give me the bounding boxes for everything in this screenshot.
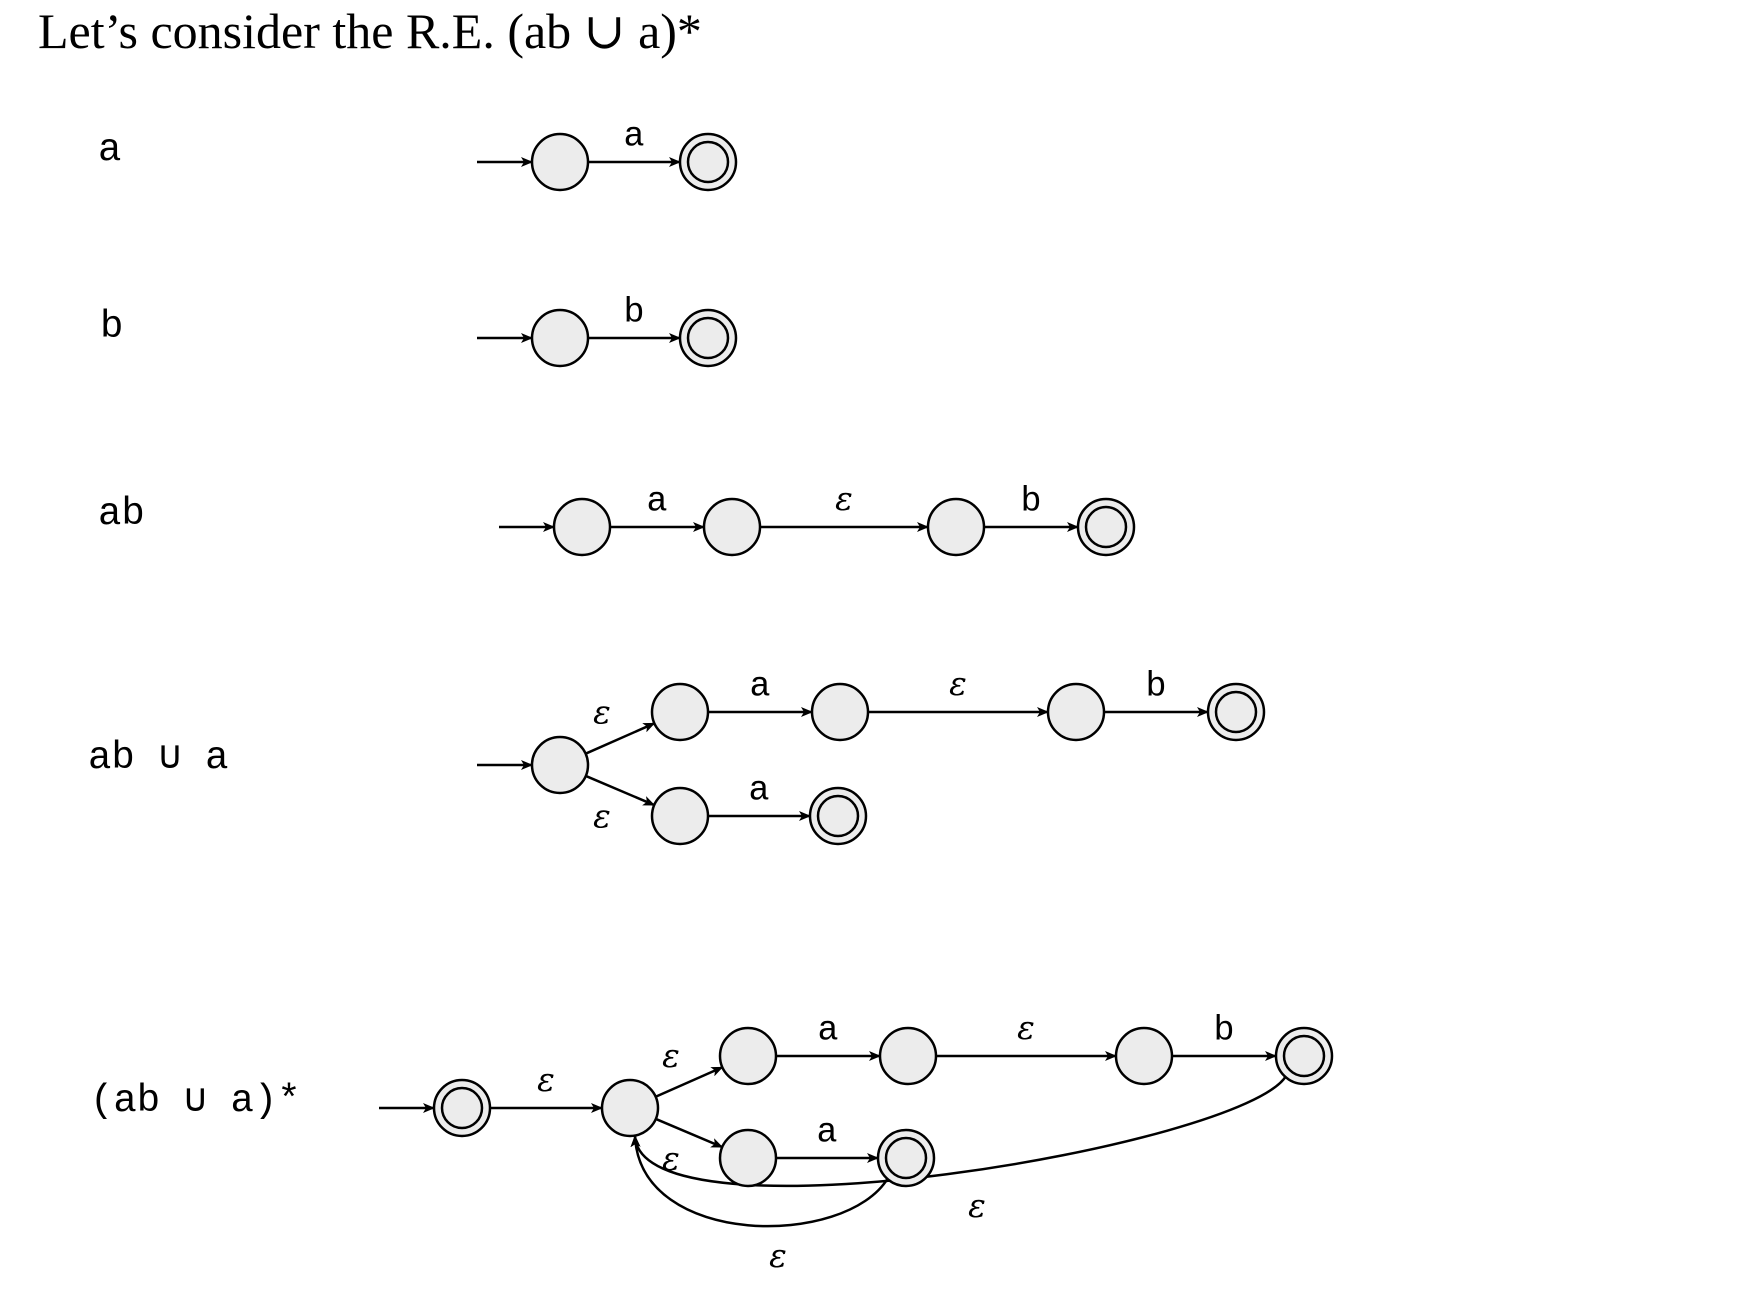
accept-state-inner-ring [1282, 1034, 1326, 1078]
loop-back-arrow [630, 1135, 890, 1228]
state [600, 1078, 660, 1138]
accept-state-inner-ring [686, 316, 730, 360]
transition-label: a [817, 1010, 838, 1050]
row-label-b: b [100, 305, 124, 349]
row-label-ab-union-a-star: (ab ∪ a)* [90, 1079, 301, 1123]
state [810, 682, 870, 742]
page-title: Let’s consider the R.E. (ab ∪ a)* [38, 3, 702, 59]
accept-state-inner-ring [686, 140, 730, 184]
transition-label: b [1020, 481, 1041, 521]
state [530, 308, 590, 368]
transition-label: ε [593, 797, 611, 836]
state [718, 1026, 778, 1086]
state [650, 682, 710, 742]
state [926, 497, 986, 557]
state [702, 497, 762, 557]
transition-label: ε [1017, 1008, 1035, 1047]
accept-state-inner-ring [816, 794, 860, 838]
transition-label: ε [537, 1060, 555, 1099]
state [650, 786, 710, 846]
transition-arrow [655, 1066, 724, 1098]
row-label-ab-union-a: ab ∪ a [88, 736, 229, 780]
transition-arrow [585, 722, 656, 755]
accept-state-inner-ring [1084, 505, 1128, 549]
transition-label: b [1213, 1010, 1234, 1050]
loop-back-label: ε [968, 1186, 986, 1225]
transition-label: ε [662, 1036, 680, 1075]
state [878, 1026, 938, 1086]
state [1114, 1026, 1174, 1086]
transition-arrow [585, 774, 656, 807]
state [530, 735, 590, 795]
accept-state-inner-ring [884, 1136, 928, 1180]
transition-label: b [1145, 666, 1166, 706]
accept-state-inner-ring [1214, 690, 1258, 734]
row-label-a: a [98, 128, 122, 172]
state [552, 497, 612, 557]
loop-back-arrow [630, 1075, 1288, 1188]
transition-label: ε [662, 1139, 680, 1178]
loop-back-label: ε [769, 1236, 787, 1275]
row-label-ab: ab [98, 492, 145, 536]
transition-label: ε [835, 479, 853, 518]
transition-label: a [816, 1112, 837, 1152]
transition-label: a [623, 116, 644, 156]
state [718, 1128, 778, 1188]
transition-label: ε [949, 664, 967, 703]
accept-state-inner-ring [440, 1086, 484, 1130]
state [530, 132, 590, 192]
transition-label: a [748, 770, 769, 810]
state [1046, 682, 1106, 742]
transition-label: a [646, 481, 667, 521]
transition-label: b [623, 292, 644, 332]
transition-label: a [749, 666, 770, 706]
transition-label: ε [593, 693, 611, 732]
transition-arrow [655, 1117, 724, 1149]
